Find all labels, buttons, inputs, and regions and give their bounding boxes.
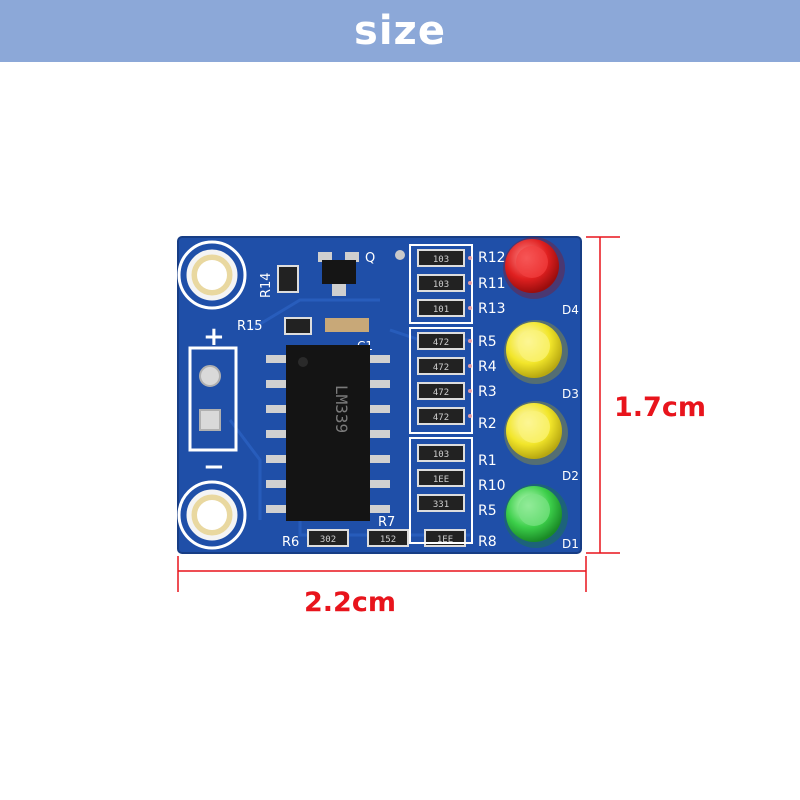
label-r10: R10	[478, 478, 506, 494]
label-r5a: R5	[478, 334, 497, 350]
led-green	[504, 484, 568, 548]
resistor-code: 103	[433, 280, 449, 290]
resistor-code: 152	[380, 535, 396, 545]
label-r2: R2	[478, 416, 497, 432]
resistor-code: 103	[433, 255, 449, 265]
resistor-code: 472	[433, 413, 449, 423]
width-dimension-line	[177, 556, 587, 592]
label-r8: R8	[478, 534, 497, 550]
label-r11: R11	[478, 276, 506, 292]
power-terminal	[188, 346, 238, 452]
label-r7: R7	[378, 515, 395, 530]
ic-chip	[266, 345, 390, 521]
banner-title: size	[354, 8, 446, 54]
label-r1: R1	[478, 453, 497, 469]
label-d4: D4	[562, 303, 579, 317]
label-d3: D3	[562, 387, 579, 401]
led-yellow-2	[504, 401, 568, 465]
height-dimension-line	[586, 236, 620, 554]
led-yellow-1	[504, 320, 568, 384]
label-r13: R13	[478, 301, 506, 317]
label-r5b: R5	[478, 503, 497, 519]
resistor-code: 472	[433, 388, 449, 398]
label-q: Q	[365, 251, 375, 266]
label-d2: D2	[562, 469, 579, 483]
pcb-board	[178, 237, 581, 553]
label-minus: −	[203, 452, 225, 482]
label-r6: R6	[282, 535, 299, 550]
resistor-code: 101	[433, 305, 449, 315]
resistor-code: 103	[433, 450, 449, 460]
resistor-code: 472	[433, 363, 449, 373]
label-r15: R15	[237, 319, 263, 334]
ic-marking: LM339	[332, 385, 351, 433]
mounting-hole-bottom	[177, 480, 247, 550]
label-r14: R14	[259, 272, 274, 298]
mounting-hole-top	[177, 240, 247, 310]
label-r12: R12	[478, 250, 506, 266]
resistor-code: 331	[433, 500, 449, 510]
resistor-code: 472	[433, 338, 449, 348]
title-banner: size	[0, 0, 800, 62]
label-d1: D1	[562, 537, 579, 551]
resistor-code: 1EE	[437, 535, 453, 545]
label-plus: +	[203, 322, 225, 352]
height-label: 1.7cm	[614, 392, 706, 423]
transistor-q	[318, 252, 359, 296]
width-label: 2.2cm	[304, 587, 396, 618]
label-r3: R3	[478, 384, 497, 400]
resistor-code: 1EE	[433, 475, 449, 485]
resistor-code: 302	[320, 535, 336, 545]
led-red	[503, 237, 565, 299]
resistor-column	[409, 244, 473, 544]
label-r4: R4	[478, 359, 497, 375]
